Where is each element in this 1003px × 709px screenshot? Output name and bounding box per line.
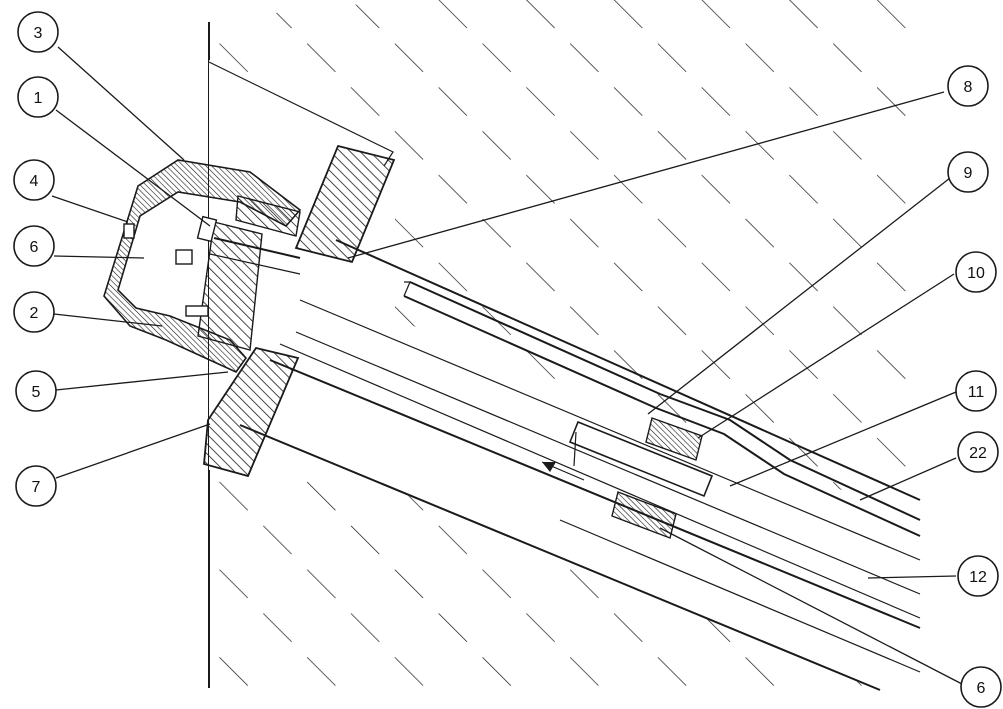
callout-6-left-label: 6 (30, 239, 39, 256)
leader-4 (51, 195, 129, 223)
callout-7: 7 (15, 465, 57, 507)
leader-11 (729, 391, 957, 487)
callout-4: 4 (13, 159, 55, 201)
callout-8: 8 (947, 65, 989, 107)
leader-9 (647, 177, 951, 415)
callout-12-label: 12 (969, 569, 987, 586)
flow-arrow (541, 461, 585, 481)
callout-22-label: 22 (969, 445, 987, 462)
leader-6b (659, 527, 963, 685)
leader-1 (55, 109, 211, 227)
callout-10-label: 10 (967, 265, 985, 282)
mounting-flange (203, 144, 396, 478)
callout-1-label: 1 (34, 90, 43, 107)
callout-9-label: 9 (964, 165, 973, 182)
callout-22: 22 (957, 431, 999, 473)
callout-6-left: 6 (13, 225, 55, 267)
leader-5 (55, 371, 229, 391)
callout-12: 12 (957, 555, 999, 597)
callout-6-right: 6 (960, 666, 1002, 708)
callout-11: 11 (955, 370, 997, 412)
leader-8 (347, 91, 945, 259)
bore-channel (236, 239, 921, 691)
leader-lines (51, 46, 963, 685)
callout-6-right-label: 6 (977, 680, 986, 697)
leader-12 (867, 575, 957, 579)
leader-6a (53, 255, 145, 259)
callout-3: 3 (17, 11, 59, 53)
leader-3 (57, 46, 185, 161)
callout-2: 2 (13, 291, 55, 333)
callout-4-label: 4 (30, 173, 39, 190)
terminal-housing (103, 159, 302, 374)
callout-3-label: 3 (34, 25, 43, 42)
leader-10 (697, 273, 955, 439)
sensor-inserts (568, 417, 714, 539)
callout-2-label: 2 (30, 305, 39, 322)
callout-1: 1 (17, 76, 59, 118)
callout-8-label: 8 (964, 79, 973, 96)
cable-conduit (403, 281, 921, 537)
leader-2 (53, 313, 163, 327)
callout-11-label: 11 (968, 384, 985, 401)
callout-10: 10 (955, 251, 997, 293)
leader-7 (55, 423, 211, 479)
callout-5-label: 5 (32, 384, 41, 401)
leader-22 (859, 457, 957, 501)
callout-5: 5 (15, 370, 57, 412)
callout-9: 9 (947, 151, 989, 193)
callout-7-label: 7 (32, 479, 41, 496)
